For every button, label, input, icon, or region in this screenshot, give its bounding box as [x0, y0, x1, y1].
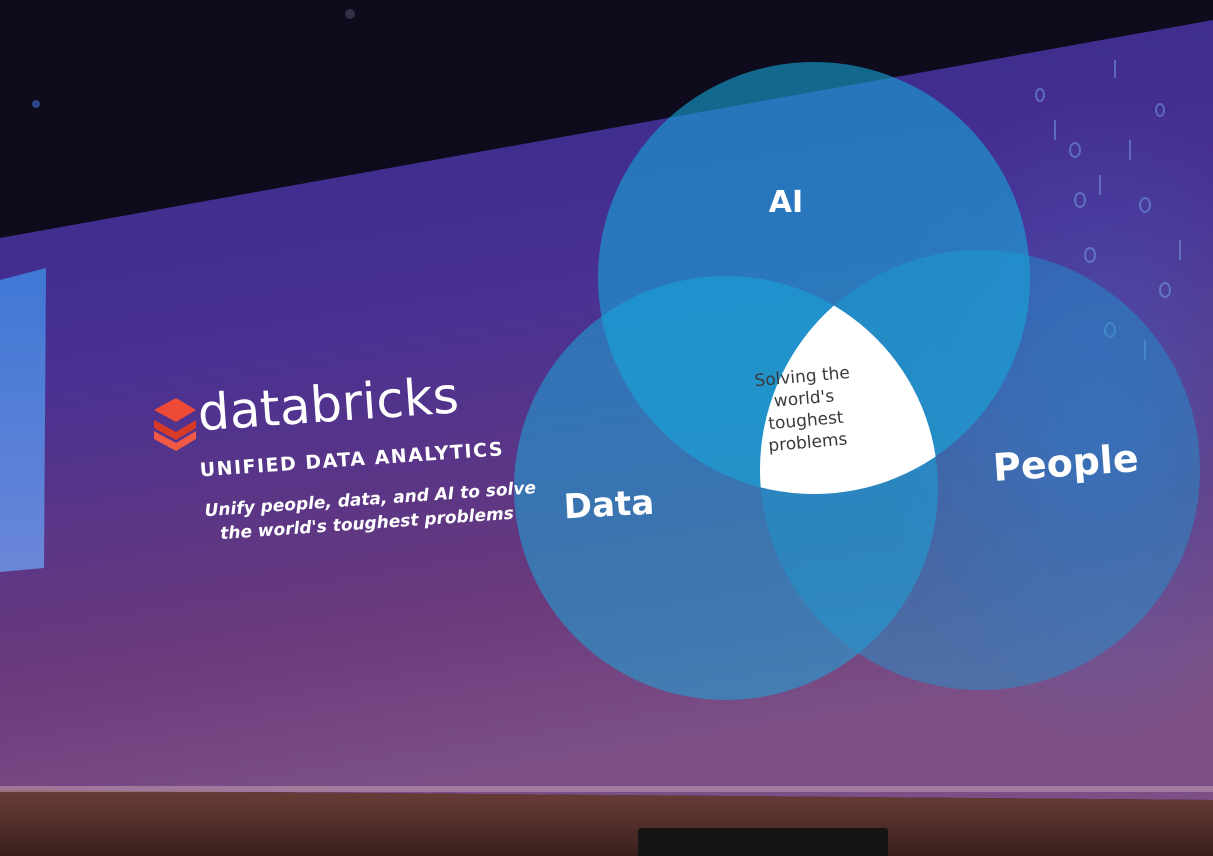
ceiling-light — [32, 100, 40, 108]
venn-label-people: People — [992, 436, 1140, 490]
side-screen-panel — [0, 268, 46, 572]
binary-decoration — [1035, 60, 1181, 360]
stage-monitor — [638, 828, 888, 856]
stage-floor — [0, 790, 1213, 856]
venn-label-ai: AI — [769, 185, 803, 220]
venn-diagram — [514, 62, 1200, 700]
stage-edge — [0, 786, 1213, 792]
ceiling-light — [345, 9, 355, 19]
venn-label-data: Data — [563, 483, 655, 528]
venn-circle-ai — [598, 62, 1030, 494]
venn-center-overlap — [760, 276, 938, 494]
stacked-bricks-icon — [154, 398, 196, 451]
